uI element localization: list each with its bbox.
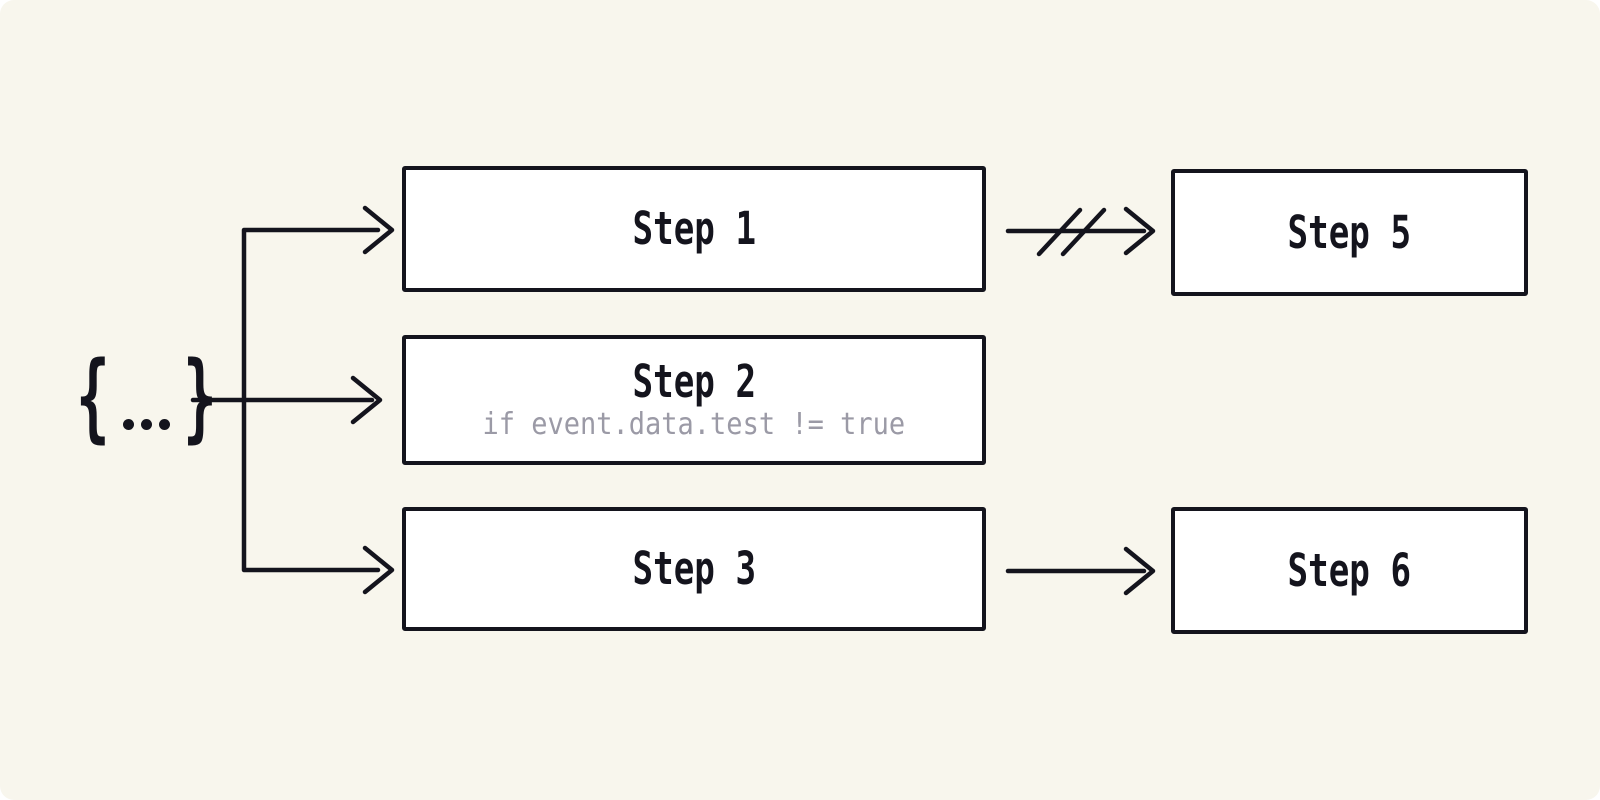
- step-1-label: Step 1: [632, 202, 756, 255]
- arrowhead-to-step6: [1123, 546, 1156, 596]
- step-3-label: Step 3: [632, 542, 756, 595]
- arrowhead-to-step5: [1123, 206, 1156, 256]
- ellipsis-dot: [122, 419, 134, 430]
- event-payload-symbol: { }: [64, 341, 229, 453]
- step-2-node: Step 2 if event.data.test != true: [402, 335, 986, 465]
- ellipsis-dot: [158, 419, 170, 430]
- step-6-label: Step 6: [1287, 543, 1412, 597]
- cancel-slash-1: [1036, 207, 1083, 257]
- close-brace: }: [182, 341, 217, 453]
- arrowhead-to-step1: [362, 205, 395, 255]
- ellipsis-dot: [140, 419, 152, 430]
- step-6-node: Step 6: [1171, 507, 1528, 634]
- step-5-node: Step 5: [1171, 169, 1528, 296]
- arrowhead-to-step3: [362, 545, 395, 595]
- ellipsis-dots: [122, 419, 170, 430]
- step-5-label: Step 5: [1287, 205, 1412, 259]
- step-2-condition: if event.data.test != true: [482, 406, 906, 442]
- step-1-node: Step 1: [402, 166, 986, 292]
- cancel-slash-2: [1060, 207, 1107, 257]
- open-brace: {: [76, 341, 110, 453]
- step-2-label: Step 2: [632, 354, 756, 408]
- step-3-node: Step 3: [402, 507, 986, 631]
- arrowhead-to-step2: [350, 375, 383, 425]
